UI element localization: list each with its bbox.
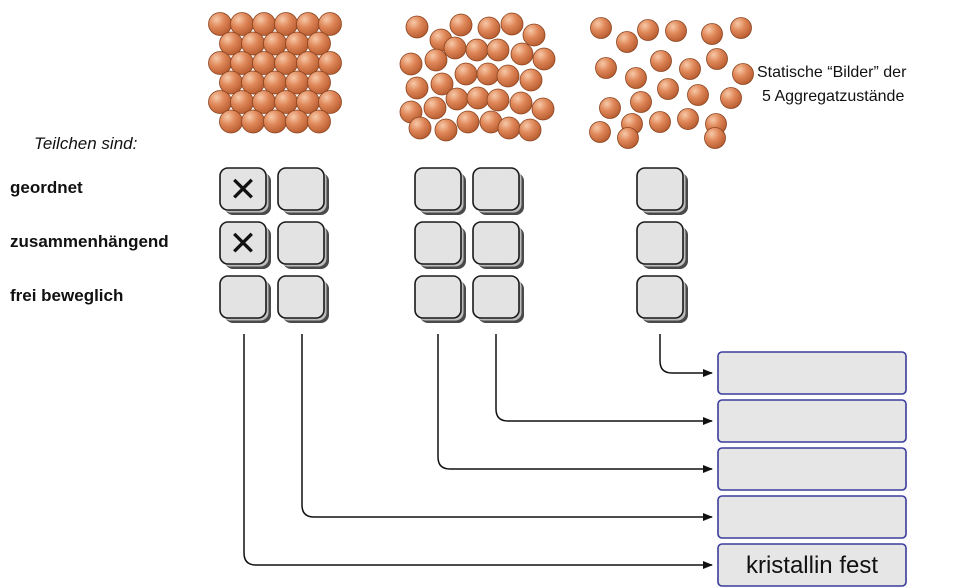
- particle-state-1: [318, 51, 342, 75]
- particle-state-3: [595, 57, 617, 79]
- checkbox-state-3-row-2[interactable]: [636, 221, 688, 269]
- particle-state-2: [445, 87, 469, 111]
- property-label-cohesive: zusammenhängend: [10, 232, 169, 251]
- particle-state-2: [496, 64, 520, 88]
- checkbox-state-2-row-1[interactable]: [472, 167, 524, 215]
- particle-state-3: [649, 111, 671, 133]
- particle-state-2: [424, 48, 448, 72]
- checkbox-state-2-row-3[interactable]: [472, 275, 524, 323]
- particle-state-1: [318, 12, 342, 36]
- particle-state-2: [476, 62, 500, 86]
- check-mark-icon: ✕: [229, 170, 258, 210]
- answer-box-5[interactable]: kristallin fest: [717, 543, 907, 587]
- particle-state-2: [405, 15, 429, 39]
- particle-state-3: [590, 17, 612, 39]
- checkbox-state-1-row-1[interactable]: [277, 167, 329, 215]
- particle-state-3: [625, 67, 647, 89]
- check-mark-icon: ✕: [229, 224, 258, 264]
- particle-state-3: [706, 48, 728, 70]
- particle-state-3: [720, 87, 742, 109]
- particle-state-3: [704, 127, 726, 149]
- particle-state-2: [518, 118, 542, 142]
- connector-arrow-5: [243, 334, 713, 569]
- particle-state-2: [466, 86, 490, 110]
- particle-state-3: [650, 50, 672, 72]
- particle-state-2: [443, 36, 467, 60]
- checkbox-state-1-row-2[interactable]: ✕: [219, 221, 271, 269]
- particle-state-1: [285, 109, 309, 134]
- particle-state-2: [522, 23, 546, 47]
- particle-state-2: [454, 62, 478, 86]
- particle-state-3: [701, 23, 723, 45]
- particle-state-3: [677, 108, 699, 130]
- connector-arrow-4: [301, 334, 713, 521]
- particle-state-1: [241, 109, 265, 134]
- particle-state-2: [497, 116, 521, 140]
- particle-state-3: [665, 20, 687, 42]
- particle-state-3: [679, 58, 701, 80]
- particle-state-2: [477, 16, 501, 40]
- particle-state-2: [510, 42, 534, 66]
- caption-line-2: 5 Aggregatzustände: [762, 88, 905, 105]
- particle-state-2: [405, 76, 429, 100]
- particle-state-1: [263, 109, 287, 134]
- particle-state-2: [500, 12, 524, 36]
- particle-state-2: [531, 97, 555, 121]
- particle-state-3: [657, 78, 679, 100]
- property-label-mobile: frei beweglich: [10, 286, 124, 305]
- checkbox-state-2-row-2[interactable]: [472, 221, 524, 269]
- particle-state-3: [730, 17, 752, 39]
- connector-arrow-2: [495, 334, 713, 425]
- particle-state-2: [532, 47, 556, 71]
- checkbox-state-2-row-3[interactable]: [414, 275, 466, 323]
- particle-state-2: [509, 91, 533, 115]
- particles-header: Teilchen sind:: [34, 134, 138, 153]
- particle-state-2: [449, 13, 473, 37]
- particle-state-3: [687, 84, 709, 106]
- answer-box-label: kristallin fest: [746, 552, 878, 579]
- particle-state-3: [617, 127, 639, 149]
- particle-state-2: [465, 38, 489, 62]
- particle-state-1: [318, 90, 342, 114]
- checkbox-state-1-row-3[interactable]: [277, 275, 329, 323]
- checkbox-state-3-row-3[interactable]: [636, 275, 688, 323]
- checkbox-state-2-row-1[interactable]: [414, 167, 466, 215]
- particle-state-2: [399, 52, 423, 76]
- particle-state-3: [637, 19, 659, 41]
- answer-box-1[interactable]: [717, 351, 907, 395]
- caption-line-1: Statische “Bilder” der: [757, 64, 907, 81]
- particle-state-2: [434, 118, 458, 142]
- particle-state-3: [630, 91, 652, 113]
- answer-box-2[interactable]: [717, 399, 907, 443]
- particle-state-3: [589, 121, 611, 143]
- answer-box-4[interactable]: [717, 495, 907, 539]
- checkbox-state-1-row-1[interactable]: ✕: [219, 167, 271, 215]
- particle-state-2: [486, 88, 510, 112]
- particle-state-3: [616, 31, 638, 53]
- particle-state-2: [486, 38, 510, 62]
- particle-state-1: [307, 70, 331, 95]
- connector-arrow-3: [437, 334, 713, 473]
- particle-state-2: [519, 68, 543, 92]
- particle-state-1: [219, 109, 243, 134]
- checkbox-state-1-row-3[interactable]: [219, 275, 271, 323]
- connector-arrow-1: [659, 334, 713, 377]
- particle-state-2: [430, 72, 454, 96]
- checkbox-state-2-row-2[interactable]: [414, 221, 466, 269]
- particle-state-2: [456, 110, 480, 134]
- property-label-ordered: geordnet: [10, 178, 83, 197]
- checkbox-state-1-row-2[interactable]: [277, 221, 329, 269]
- answer-box-3[interactable]: [717, 447, 907, 491]
- checkbox-state-3-row-1[interactable]: [636, 167, 688, 215]
- particle-state-3: [599, 97, 621, 119]
- particle-state-1: [307, 109, 331, 134]
- particle-state-3: [732, 63, 754, 85]
- particle-state-2: [408, 116, 432, 140]
- particle-state-2: [423, 96, 447, 120]
- particle-state-1: [307, 31, 331, 56]
